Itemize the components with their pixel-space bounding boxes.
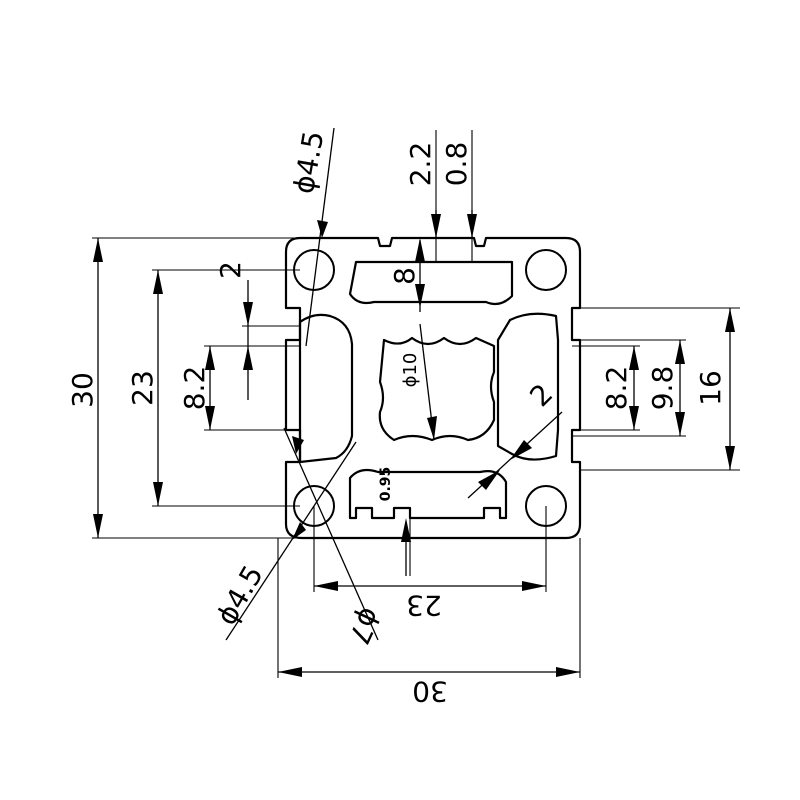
label-diagonal-wall: 2 <box>523 377 559 413</box>
label-overall-width: 30 <box>412 675 448 708</box>
label-center-bore: ϕ10 <box>400 353 421 388</box>
label-slot-inner-right: 9.8 <box>646 366 679 411</box>
dimension-lines <box>93 127 735 677</box>
profile-outline <box>284 236 582 540</box>
label-counterbore: ϕ7 <box>342 603 387 650</box>
label-hole-pitch-horizontal: 23 <box>406 589 442 622</box>
label-slot-outer-right: 16 <box>694 370 727 406</box>
label-slot-width-left: 8.2 <box>178 366 211 411</box>
label-slot-depth-top: 8 <box>388 267 421 285</box>
hole-top-right <box>525 249 567 291</box>
dimension-labels: 30 23 8.2 2 16 9.8 8.2 30 23 2.2 0.8 8 ϕ… <box>66 128 727 708</box>
label-slot-offset-b: 0.8 <box>440 142 473 187</box>
label-slot-offset-a: 2.2 <box>404 142 437 187</box>
label-web-thickness: 0.95 <box>378 467 394 502</box>
label-hole-pitch-vertical: 23 <box>126 370 159 406</box>
label-top-left-hole: ϕ4.5 <box>287 128 330 196</box>
label-bottom-left-hole: ϕ4.5 <box>210 560 270 631</box>
label-overall-height: 30 <box>66 372 99 408</box>
label-slot-width-right: 8.2 <box>600 366 633 411</box>
label-lip-depth-left: 2 <box>214 261 247 279</box>
